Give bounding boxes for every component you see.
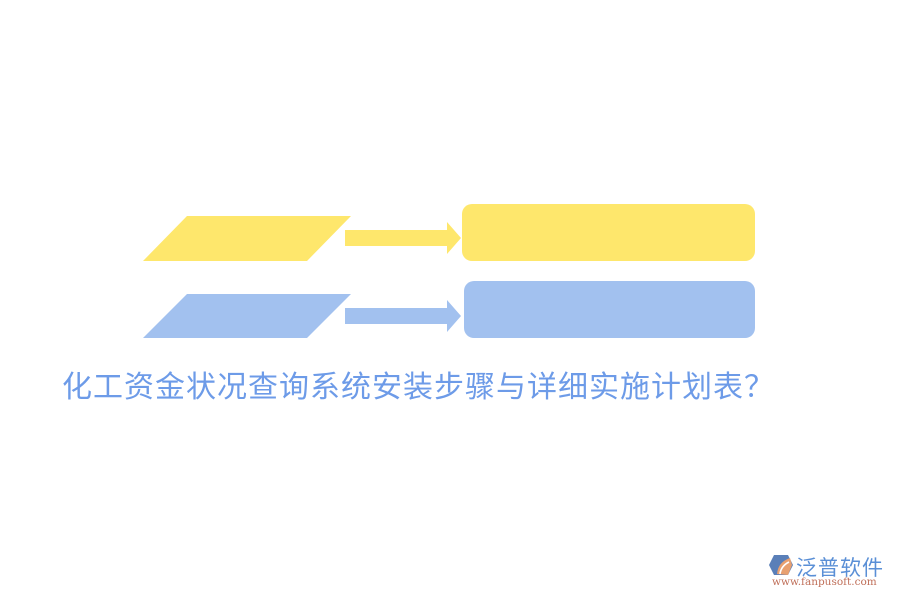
output-box-yellow xyxy=(462,204,755,261)
output-box-blue xyxy=(464,281,755,338)
diagram-title: 化工资金状况查询系统安装步骤与详细实施计划表？ xyxy=(62,370,775,405)
input-parallelogram-yellow xyxy=(143,216,351,261)
logo-url: www.fanpusoft.com xyxy=(772,576,877,588)
fanpu-logo-icon xyxy=(769,555,793,575)
right-arrow-icon xyxy=(345,300,461,332)
right-arrow-icon xyxy=(345,222,461,254)
brand-logo: 泛普软件 www.fanpusoft.com xyxy=(768,552,898,592)
input-parallelogram-blue xyxy=(143,294,351,338)
logo-name: 泛普软件 xyxy=(796,556,884,580)
